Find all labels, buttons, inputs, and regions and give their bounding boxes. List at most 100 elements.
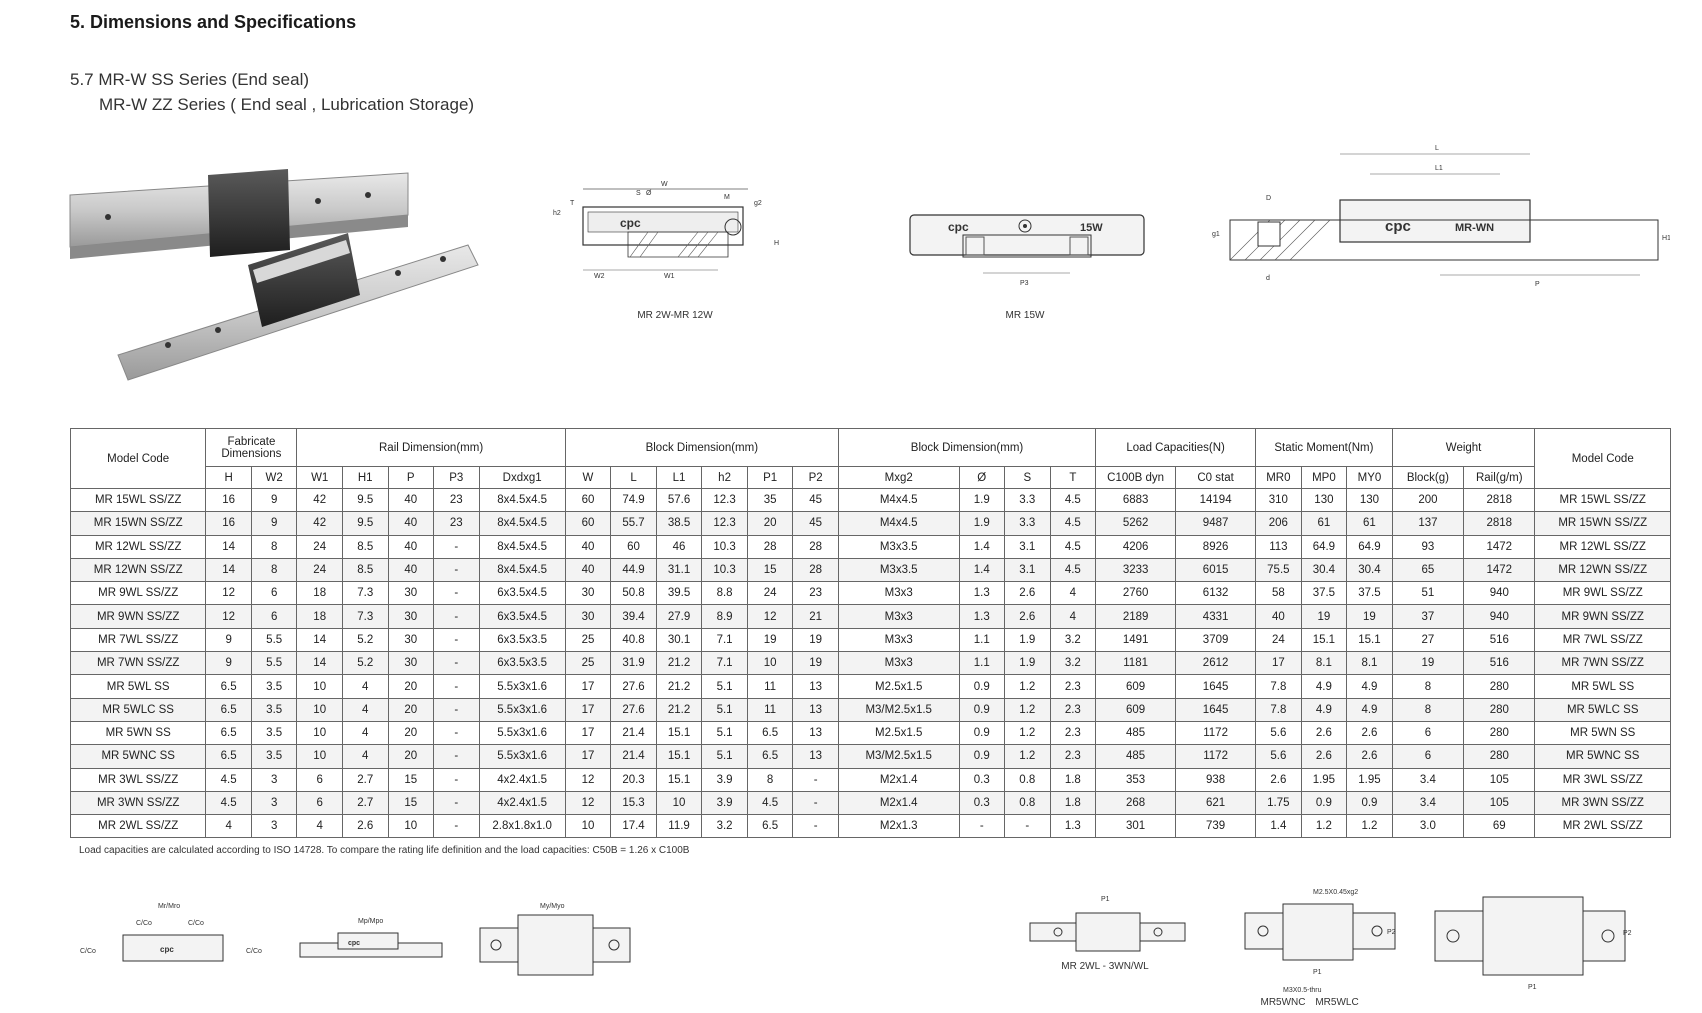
table-cell: 0.3 bbox=[958, 767, 1006, 792]
header-model-code: Model Code bbox=[69, 428, 207, 489]
table-cell: 1.3 bbox=[1049, 814, 1097, 839]
table-cell: - bbox=[958, 814, 1006, 839]
table-cell: 13 bbox=[792, 744, 839, 769]
table-cell: 10 bbox=[296, 720, 343, 746]
table-cell: M2x1.4 bbox=[837, 767, 960, 792]
table-cell: 6.5 bbox=[205, 674, 252, 699]
table-cell: 12 bbox=[564, 790, 612, 816]
table-cell: 8.8 bbox=[701, 581, 748, 606]
table-cell: 0.9 bbox=[958, 674, 1006, 699]
table-cell: 19 bbox=[792, 627, 839, 653]
table-cell: 14 bbox=[205, 534, 252, 559]
table-cell: 2189 bbox=[1095, 604, 1177, 629]
moment-diagram-my: My/Myo bbox=[479, 903, 631, 976]
dim-label-w: W bbox=[661, 181, 668, 188]
table-cell: 20 bbox=[387, 674, 435, 699]
table-cell: M3x3.5 bbox=[837, 557, 960, 583]
table-cell: 1.2 bbox=[1346, 814, 1393, 839]
table-cell: 1.75 bbox=[1255, 790, 1302, 816]
table-cell: 7.8 bbox=[1255, 697, 1302, 722]
table-cell: 57.6 bbox=[655, 487, 703, 513]
table-cell: 9 bbox=[250, 511, 298, 536]
table-cell: MR 12WN SS/ZZ bbox=[1534, 557, 1671, 583]
table-cell: 3.2 bbox=[1049, 651, 1097, 676]
table-cell: 37.5 bbox=[1346, 581, 1393, 606]
table-cell: M3x3.5 bbox=[837, 534, 960, 559]
table-cell: - bbox=[433, 720, 480, 746]
table-cell: 12 bbox=[205, 581, 252, 606]
dim-label-p3: P3 bbox=[1020, 280, 1029, 287]
block-label-15w: 15W bbox=[1080, 222, 1103, 234]
table-cell: 21.4 bbox=[610, 744, 657, 769]
table-cell: 1645 bbox=[1175, 697, 1257, 722]
table-cell: 353 bbox=[1095, 767, 1177, 792]
dim-label-t: T bbox=[570, 200, 575, 207]
table-cell: 4 bbox=[296, 814, 343, 839]
table-cell: 3.3 bbox=[1004, 511, 1051, 536]
product-photo bbox=[69, 169, 479, 381]
table-cell: M4x4.5 bbox=[837, 487, 960, 513]
table-cell: 12 bbox=[205, 604, 252, 629]
table-cell: 280 bbox=[1463, 697, 1536, 722]
table-cell: 5.5x3x1.6 bbox=[478, 720, 566, 746]
table-cell: 5.5 bbox=[250, 627, 298, 653]
table-cell: 1.1 bbox=[958, 651, 1006, 676]
table-cell: 4x2.4x1.5 bbox=[478, 790, 566, 816]
table-cell: 113 bbox=[1255, 534, 1302, 559]
table-cell: 27.6 bbox=[610, 674, 657, 699]
table-cell: - bbox=[1004, 814, 1051, 839]
subheader-l1: L1 bbox=[655, 466, 703, 489]
table-cell: 1645 bbox=[1175, 674, 1257, 699]
table-cell: 6x3.5x4.5 bbox=[478, 604, 566, 629]
table-cell: 1472 bbox=[1463, 557, 1536, 583]
dim-label-l1: L1 bbox=[1435, 165, 1443, 172]
table-cell: 44.9 bbox=[610, 557, 657, 583]
table-cell: 40 bbox=[564, 534, 612, 559]
table-cell: 1172 bbox=[1175, 720, 1257, 746]
table-cell: 8.1 bbox=[1300, 651, 1348, 676]
table-cell: MR 3WN SS/ZZ bbox=[69, 790, 207, 816]
dim-label-phi: Ø bbox=[646, 190, 652, 197]
table-cell: M2.5x1.5 bbox=[837, 674, 960, 699]
table-cell: 60 bbox=[610, 534, 657, 559]
table-cell: M3/M2.5x1.5 bbox=[837, 697, 960, 722]
table-cell: 2760 bbox=[1095, 581, 1177, 606]
dim-label-p2-long: P2 bbox=[1623, 930, 1632, 937]
table-cell: 5.5 bbox=[250, 651, 298, 676]
table-cell: 1.9 bbox=[958, 511, 1006, 536]
table-cell: 268 bbox=[1095, 790, 1177, 816]
table-cell: 6.5 bbox=[746, 744, 794, 769]
table-cell: 15 bbox=[387, 790, 435, 816]
table-cell: M4x4.5 bbox=[837, 511, 960, 536]
table-cell: 13 bbox=[792, 720, 839, 746]
table-cell: M3x3 bbox=[837, 627, 960, 653]
table-cell: 4x2.4x1.5 bbox=[478, 767, 566, 792]
table-cell: 16 bbox=[205, 511, 252, 536]
table-cell: 7.1 bbox=[701, 627, 748, 653]
table-cell: 3.0 bbox=[1391, 814, 1465, 839]
table-cell: 1.8 bbox=[1049, 767, 1097, 792]
table-cell: 93 bbox=[1391, 534, 1465, 559]
table-cell: 3709 bbox=[1175, 627, 1257, 653]
table-cell: 1.2 bbox=[1004, 674, 1051, 699]
header-block-2: Block Dimension(mm) bbox=[837, 428, 1097, 467]
table-cell: 2612 bbox=[1175, 651, 1257, 676]
table-cell: MR 7WL SS/ZZ bbox=[69, 627, 207, 653]
table-cell: 24 bbox=[1255, 627, 1302, 653]
table-cell: 21.2 bbox=[655, 697, 703, 722]
table-cell: 3.4 bbox=[1391, 767, 1465, 792]
table-cell: M3x3 bbox=[837, 651, 960, 676]
table-cell: 8x4.5x4.5 bbox=[478, 534, 566, 559]
subheader-w2: W2 bbox=[250, 466, 298, 489]
table-cell: 8 bbox=[250, 534, 298, 559]
table-cell: 40.8 bbox=[610, 627, 657, 653]
table-cell: 7.8 bbox=[1255, 674, 1302, 699]
page-title: 5. Dimensions and Specifications bbox=[70, 12, 357, 32]
table-cell: - bbox=[433, 697, 480, 722]
table-cell: 8x4.5x4.5 bbox=[478, 557, 566, 583]
table-cell: 11 bbox=[746, 674, 794, 699]
table-cell: 8 bbox=[250, 557, 298, 583]
